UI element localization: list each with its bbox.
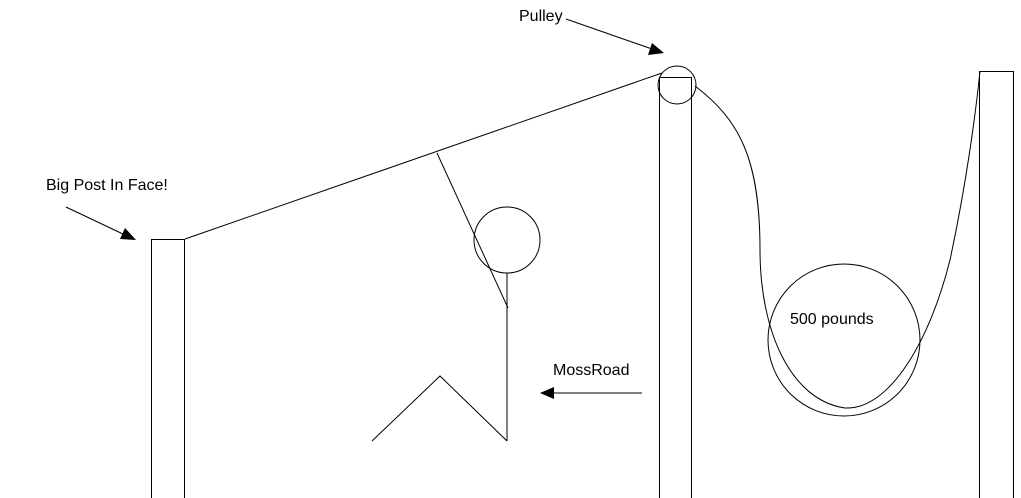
moss-road-arrowhead-icon (540, 387, 554, 399)
big-post-arrowhead-icon (120, 228, 136, 240)
right-post (979, 71, 1014, 498)
figure-legs (371, 375, 508, 442)
pulley-arrow-shaft (565, 18, 653, 50)
weight-rope (694, 70, 981, 409)
figure-hanging-strap (436, 152, 509, 309)
left-post (151, 239, 185, 498)
pulley-label: Pulley (519, 8, 563, 25)
weight-circle (767, 263, 921, 417)
pulley-wheel (657, 65, 697, 105)
zip-line-rope (184, 72, 663, 240)
big-post-arrow-shaft (65, 206, 126, 236)
big-post-label: Big Post In Face! (46, 177, 168, 194)
pulley-arrowhead-icon (648, 43, 664, 55)
weight-label: 500 pounds (790, 311, 874, 328)
moss-road-label: MossRoad (553, 362, 629, 379)
figure-head (473, 206, 541, 274)
middle-post (659, 77, 692, 498)
